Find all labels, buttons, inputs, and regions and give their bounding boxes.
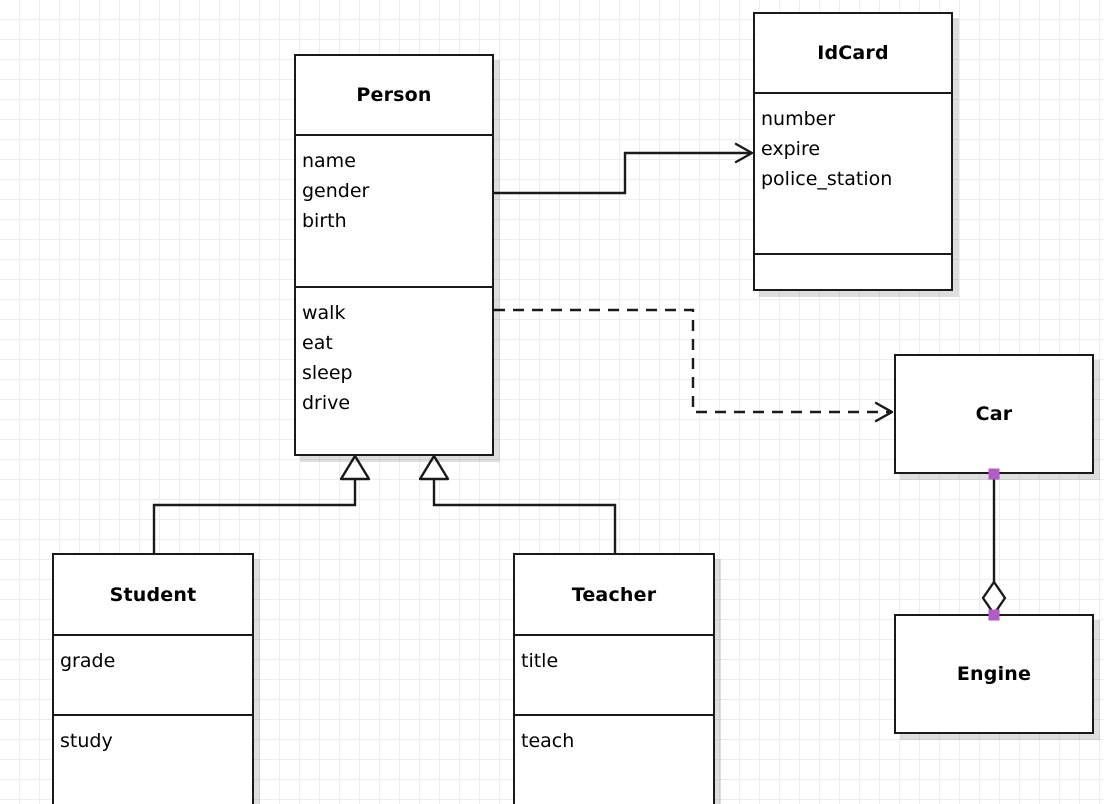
operation-row: eat (302, 332, 333, 354)
class-teacher-operations-compartment: teach (515, 714, 713, 804)
operation-row: drive (302, 392, 351, 414)
operation-row: teach (521, 730, 575, 752)
class-car-name: Car (975, 403, 1013, 425)
edge-person-idcard[interactable] (494, 142, 754, 195)
class-engine-name: Engine (956, 663, 1032, 685)
attribute-row: gender (302, 180, 370, 202)
class-person-operations-compartment: walk eat sleep drive (296, 286, 492, 454)
class-teacher-name-compartment: Teacher (515, 555, 713, 634)
class-teacher-attributes-compartment: title (515, 634, 713, 714)
class-person-name-compartment: Person (296, 56, 492, 134)
class-student-attributes-compartment: grade (54, 634, 252, 714)
class-idcard-name: IdCard (817, 42, 889, 64)
class-car-name-compartment: Car (896, 356, 1092, 472)
class-student[interactable]: Student grade study (52, 553, 254, 804)
edge-student-person[interactable] (152, 454, 371, 553)
attribute-row: number (761, 108, 836, 130)
class-idcard-attributes-compartment: number expire police_station (755, 92, 951, 253)
class-person-name: Person (356, 84, 432, 106)
class-engine-name-compartment: Engine (896, 616, 1092, 732)
class-engine[interactable]: Engine (894, 614, 1094, 734)
class-person-attributes-compartment: name gender birth (296, 134, 492, 286)
attribute-row: expire (761, 138, 821, 160)
class-student-name: Student (109, 583, 197, 606)
attribute-row: birth (302, 210, 347, 232)
edge-handle-engine-end[interactable] (988, 609, 1000, 621)
class-teacher[interactable]: Teacher title teach (513, 553, 715, 804)
edge-handle-car-end[interactable] (988, 468, 1000, 480)
class-student-name-compartment: Student (54, 555, 252, 634)
edge-car-engine[interactable] (981, 474, 1007, 616)
class-idcard-operations-compartment (755, 253, 951, 289)
class-student-operations-compartment: study (54, 714, 252, 804)
class-car[interactable]: Car (894, 354, 1094, 474)
operation-row: walk (302, 302, 346, 324)
operation-row: sleep (302, 362, 353, 384)
class-idcard[interactable]: IdCard number expire police_station (753, 12, 953, 291)
attribute-row: police_station (761, 168, 893, 190)
operation-row: study (60, 730, 113, 752)
class-person[interactable]: Person name gender birth walk eat sleep … (294, 54, 494, 456)
edge-teacher-person[interactable] (418, 454, 617, 553)
class-idcard-name-compartment: IdCard (755, 14, 951, 92)
edge-person-car[interactable] (494, 308, 894, 423)
attribute-row: title (521, 650, 559, 672)
attribute-row: grade (60, 650, 116, 672)
class-teacher-name: Teacher (571, 583, 657, 606)
attribute-row: name (302, 150, 356, 172)
